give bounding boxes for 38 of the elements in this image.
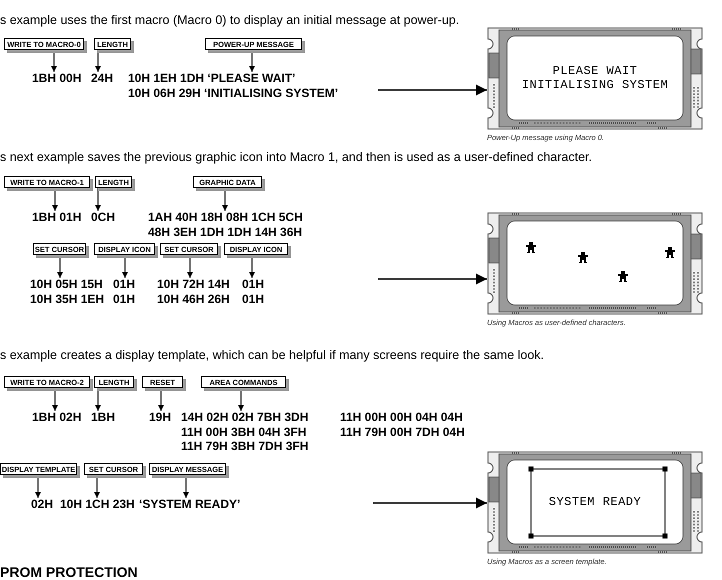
hex-bytes: 11H 79H 3BH 7DH 3FH bbox=[181, 439, 308, 454]
paragraph: s example uses the first macro (Macro 0) to display an initial message at power-up. bbox=[0, 13, 460, 27]
hex-bytes: 01H bbox=[113, 277, 136, 292]
hex-bytes: 10H 1EH 1DH ‘PLEASE WAIT’ bbox=[128, 71, 296, 86]
hex-bytes: ‘SYSTEM READY’ bbox=[139, 497, 240, 512]
hex-bytes: 01H bbox=[242, 292, 264, 306]
hex-bytes: 48H 3EH 1DH 1DH 14H 36H bbox=[148, 224, 302, 239]
hex-bytes: 1AH 40H 18H 08H 1CH 5CH bbox=[148, 210, 303, 224]
display-text: SYSTEM READY bbox=[548, 495, 642, 509]
hex-bytes: 24H bbox=[91, 71, 114, 86]
section-heading: PROM PROTECTION bbox=[0, 564, 138, 580]
hex-bytes: 1BH 00H bbox=[32, 71, 82, 86]
hex-bytes: 10H 1CH 23H bbox=[60, 497, 135, 512]
arrow bbox=[95, 188, 101, 211]
hex-bytes: 11H 00H 00H 04H 04H bbox=[340, 410, 463, 424]
display-text: INITIALISING SYSTEM bbox=[522, 78, 668, 92]
hex-bytes: 11H 00H 3BH 04H 3FH bbox=[181, 424, 306, 439]
paragraph: s next example saves the previous graphic icon into Macro 1, and then is used as a user-defined character. bbox=[0, 150, 592, 164]
hex-bytes: 1BH 01H bbox=[32, 210, 82, 224]
display-text: PLEASE WAIT bbox=[552, 64, 638, 78]
paragraph: s example creates a display template, which can be helpful if many screens require the same look. bbox=[0, 348, 544, 362]
hex-bytes: 11H 79H 00H 7DH 04H bbox=[340, 424, 465, 439]
hex-bytes: 10H 06H 29H ‘INITIALISING SYSTEM’ bbox=[128, 86, 338, 100]
hex-bytes: 10H 72H 14H bbox=[157, 277, 230, 292]
hex-bytes: 14H 02H 02H 7BH 3DH bbox=[181, 410, 308, 424]
hex-bytes: 01H bbox=[242, 277, 264, 292]
arrow bbox=[378, 274, 487, 284]
arrow bbox=[373, 498, 487, 508]
hex-bytes: 10H 35H 1EH bbox=[30, 292, 104, 306]
hex-bytes: 0CH bbox=[91, 210, 116, 224]
hex-bytes: 10H 05H 15H bbox=[30, 277, 103, 292]
hex-bytes: 10H 46H 26H bbox=[157, 292, 230, 306]
hex-bytes: 19H bbox=[149, 410, 172, 424]
arrow bbox=[378, 84, 487, 96]
hex-bytes: 02H bbox=[31, 497, 54, 512]
hex-bytes: 1BH 02H bbox=[32, 410, 82, 424]
hex-bytes: 1BH bbox=[91, 410, 116, 424]
hex-bytes: 01H bbox=[113, 292, 136, 306]
